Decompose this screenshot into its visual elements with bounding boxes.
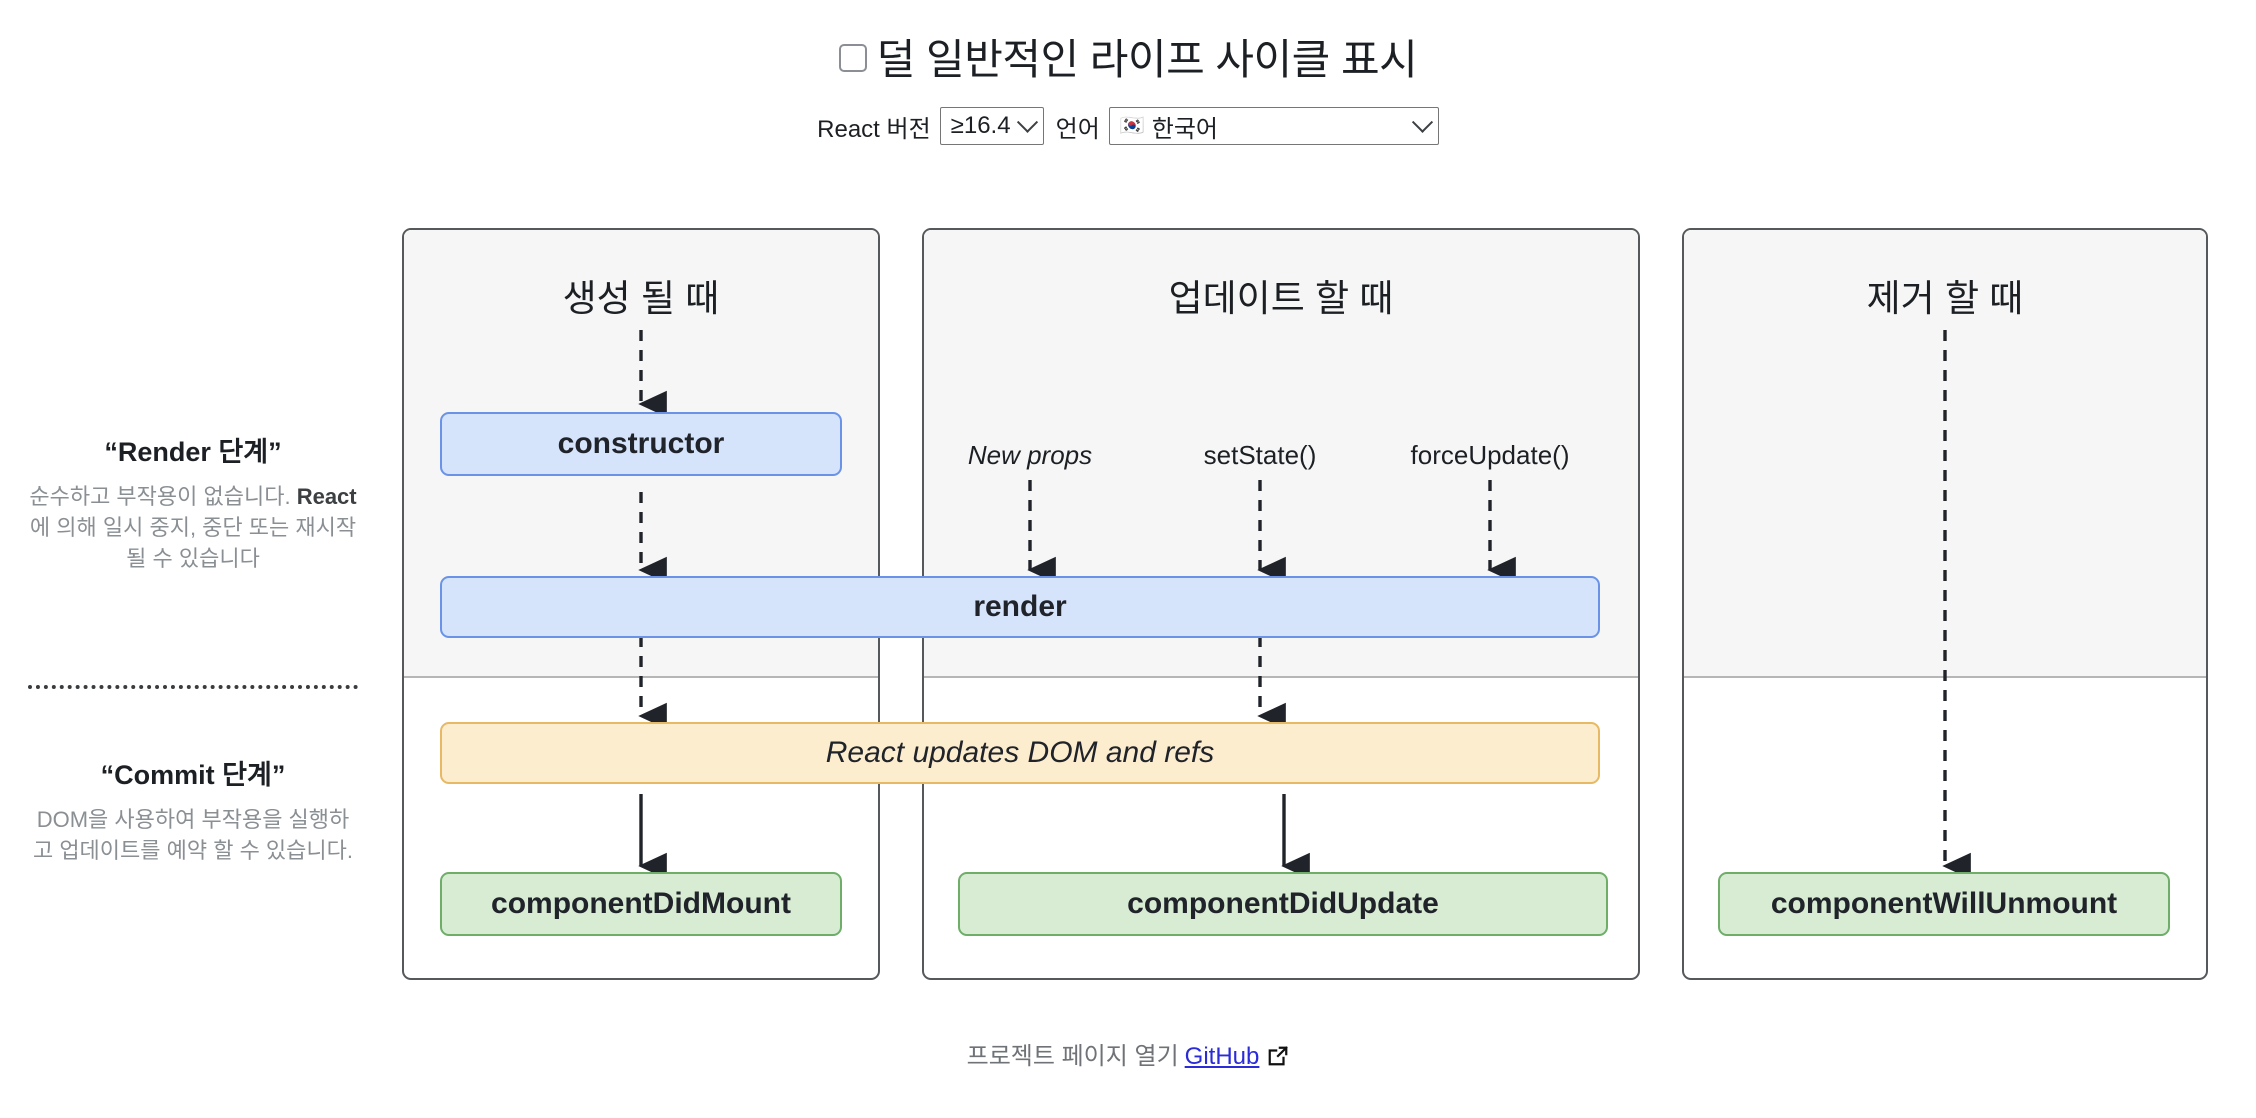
- show-less-common-lifecycles-checkbox[interactable]: [838, 43, 867, 72]
- trigger-set-state: setState(): [1203, 440, 1317, 470]
- react-version-label: React 버전: [817, 115, 931, 143]
- language-select[interactable]: 🇰🇷 한국어: [1108, 107, 1439, 145]
- language-value-wrap: 🇰🇷 한국어: [1120, 109, 1218, 144]
- commit-phase-legend: “Commit 단계” DOM을 사용하여 부작용을 실행하고 업데이트를 예약…: [28, 753, 358, 866]
- lifecycle-component-did-update[interactable]: componentDidUpdate: [958, 872, 1608, 936]
- column-unmounting: 제거 할 때: [1682, 228, 2208, 980]
- render-phase-title: “Render 단계”: [104, 437, 282, 467]
- render-phase-description: 순수하고 부작용이 없습니다. React에 의해 일시 중지, 중단 또는 재…: [29, 484, 357, 572]
- column-updating-title: 업데이트 할 때: [1168, 278, 1394, 319]
- language-value-text: 한국어: [1151, 115, 1218, 143]
- korea-flag-icon: 🇰🇷: [1119, 115, 1145, 137]
- lifecycle-constructor[interactable]: constructor: [440, 412, 842, 476]
- github-link[interactable]: GitHub: [1184, 1043, 1260, 1070]
- commit-phase-description: DOM을 사용하여 부작용을 실행하고 업데이트를 예약 할 수 있습니다.: [32, 807, 354, 864]
- column-unmounting-title: 제거 할 때: [1866, 278, 2024, 319]
- react-updates-dom-and-refs: React updates DOM and refs: [440, 722, 1600, 784]
- page-title-text: 덜 일반적인 라이프 사이클 표시: [876, 36, 1418, 83]
- phase-divider: [28, 685, 358, 689]
- column-mounting-title: 생성 될 때: [562, 278, 720, 319]
- footer-text: 프로젝트 페이지 열기: [966, 1043, 1179, 1070]
- react-version-control: React 버전 ≥16.4: [817, 107, 1044, 145]
- language-control: 언어 🇰🇷 한국어: [1056, 107, 1439, 145]
- controls-row: React 버전 ≥16.4 언어 🇰🇷 한국어: [0, 107, 2256, 145]
- commit-phase-title: “Commit 단계”: [100, 760, 286, 790]
- page-header: 덜 일반적인 라이프 사이클 표시 React 버전 ≥16.4 언어 🇰🇷 한…: [0, 0, 2256, 145]
- lifecycle-component-did-mount[interactable]: componentDidMount: [440, 872, 842, 936]
- react-version-value: ≥16.4: [950, 112, 1011, 139]
- trigger-new-props: New props: [967, 440, 1093, 470]
- external-link-icon: [1267, 1045, 1289, 1074]
- lifecycle-render[interactable]: render: [440, 576, 1600, 638]
- render-phase-legend: “Render 단계” 순수하고 부작용이 없습니다. React에 의해 일시…: [28, 430, 358, 575]
- language-label: 언어: [1055, 115, 1100, 143]
- react-version-select[interactable]: ≥16.4: [939, 107, 1044, 145]
- page-title: 덜 일반적인 라이프 사이클 표시: [0, 26, 2256, 87]
- lifecycle-component-will-unmount[interactable]: componentWillUnmount: [1718, 872, 2170, 936]
- trigger-force-update: forceUpdate(): [1410, 440, 1570, 470]
